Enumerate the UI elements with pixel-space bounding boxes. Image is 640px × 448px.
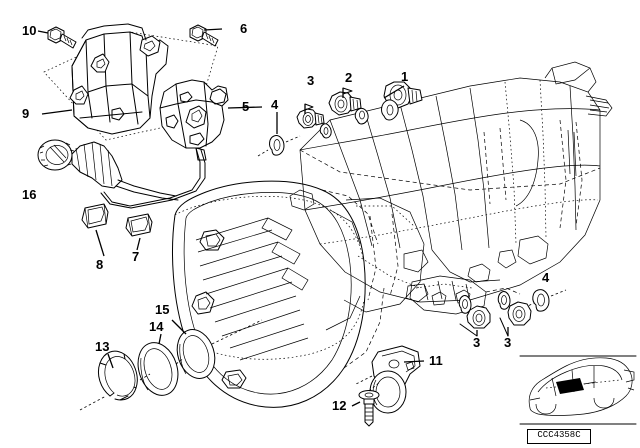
- car-silhouette: [528, 357, 635, 416]
- callout-16: 16: [22, 187, 37, 202]
- callout-3-lower-a: 3: [473, 335, 481, 350]
- shim-ring-14: [137, 342, 179, 396]
- plug-1: [381, 81, 423, 121]
- bolt-12: [358, 381, 381, 427]
- connector-plug-assembly: [37, 139, 179, 201]
- callout-15: 15: [155, 302, 170, 317]
- vehicle-location-inset: [519, 355, 637, 425]
- o-ring-seal-4-upper: [257, 135, 301, 157]
- snap-ring-13: [97, 350, 138, 401]
- screw-6: [189, 24, 219, 47]
- retaining-clip-7: [125, 213, 153, 237]
- callout-13: 13: [95, 339, 110, 354]
- protective-cover-bracket: [43, 23, 219, 141]
- callout-3-lower-b: 3: [504, 335, 512, 350]
- plug-3: [296, 103, 332, 139]
- plug-2: [328, 87, 369, 125]
- callout-11: 11: [429, 353, 443, 368]
- callout-14: 14: [149, 319, 164, 334]
- callout-leader-lines: [37, 28, 425, 407]
- callout-4-upper: 4: [271, 97, 279, 112]
- diagram-id-box: [527, 429, 591, 444]
- shaft-seal-ring-15: [176, 329, 216, 379]
- selector-lever-mechanism: [100, 79, 229, 209]
- callout-3-upper: 3: [307, 73, 315, 88]
- valve-body-connectors: [409, 263, 521, 315]
- callout-2: 2: [345, 70, 353, 85]
- diagram-id-text: CCC4358C: [537, 430, 581, 440]
- screw-10: [47, 26, 77, 49]
- callout-7: 7: [132, 249, 140, 264]
- callout-8: 8: [96, 257, 104, 272]
- plug-3-lower-a: [458, 295, 491, 337]
- plug-3-lower-b: [497, 291, 532, 337]
- callout-1: 1: [401, 69, 409, 84]
- callout-9: 9: [22, 106, 30, 121]
- transmission-housing-rear: [299, 61, 613, 303]
- retaining-clip-8: [81, 203, 109, 229]
- callout-6: 6: [240, 21, 248, 36]
- holder-bracket-11: [355, 345, 421, 414]
- callout-10: 10: [22, 23, 37, 38]
- o-ring-seal-4-lower: [519, 289, 567, 312]
- callout-5: 5: [242, 99, 250, 114]
- callout-12: 12: [332, 398, 347, 413]
- transmission-mid-case: [343, 197, 429, 313]
- callout-4-lower: 4: [542, 270, 550, 285]
